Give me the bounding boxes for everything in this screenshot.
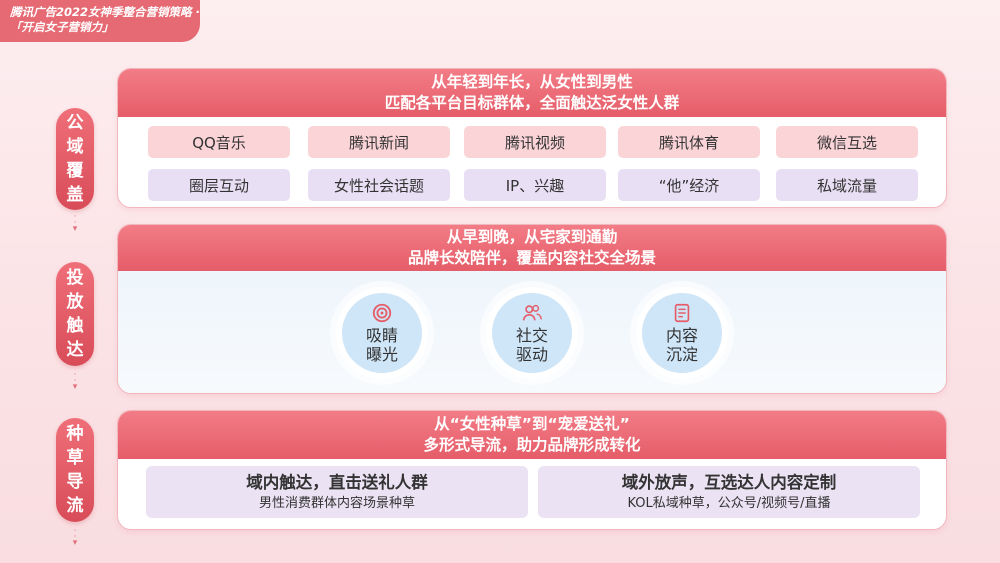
panel-body: 吸睛 曝光 社交 驱动 [118,271,946,393]
side-char: 放 [66,292,84,312]
side-char: 盖 [66,185,84,205]
topic-pill: “他”经济 [618,169,760,201]
bubble-label-line2: 曝光 [365,345,398,364]
side-char: 导 [66,472,84,492]
bubble-label-line2: 沉淀 [665,345,698,364]
topic-pill: 私域流量 [776,169,918,201]
side-char: 投 [66,268,84,288]
panel-headline: 从年轻到年长，从女性到男性 [431,73,633,91]
side-char: 域 [66,137,84,157]
channel-pill: 微信互选 [776,126,918,158]
channel-pill: 腾讯视频 [464,126,606,158]
panel-header: 从“女性种草”到“宠爱送礼” 多形式导流，助力品牌形成转化 [118,411,946,459]
panel-public-coverage: 从年轻到年长，从女性到男性 匹配各平台目标群体，全面触达泛女性人群 QQ音乐 腾… [117,68,947,208]
panel-body: QQ音乐 腾讯新闻 腾讯视频 腾讯体育 微信互选 圈层互动 女性社会话题 IP、… [118,117,946,207]
bubble-content-accumulation: 内容 沉淀 [636,287,728,379]
strategy-box-out-domain: 域外放声，互选达人内容定制 KOL私域种草，公众号/视频号/直播 [538,466,920,518]
side-char: 草 [66,448,84,468]
header-tag-line1: 腾讯广告2022女神季整合营销策略 · [10,5,200,19]
panel-seeding-traffic: 从“女性种草”到“宠爱送礼” 多形式导流，助力品牌形成转化 域内触达，直击送礼人… [117,410,947,530]
connector-arrow: ··▾ [72,526,78,548]
strategy-box-subtitle: 男性消费群体内容场景种草 [258,496,415,511]
topic-pill: 女性社会话题 [308,169,450,201]
side-char: 公 [66,113,84,133]
bubble-label-line1: 社交 [515,326,548,345]
connector-arrow: ··▾ [72,212,78,234]
document-icon [674,303,690,323]
panel-subheadline: 品牌长效陪伴，覆盖内容社交全场景 [407,249,656,267]
topic-pill: IP、兴趣 [464,169,606,201]
side-label-public-coverage: 公 域 覆 盖 [56,108,94,210]
strategy-box-in-domain: 域内触达，直击送礼人群 男性消费群体内容场景种草 [146,466,528,518]
panel-header: 从年轻到年长，从女性到男性 匹配各平台目标群体，全面触达泛女性人群 [118,69,946,117]
channel-pill: 腾讯体育 [618,126,760,158]
side-label-seeding-traffic: 种 草 导 流 [56,418,94,522]
target-icon [372,303,392,323]
side-char: 流 [66,496,84,516]
bubble-social-driven: 社交 驱动 [486,287,578,379]
strategy-box-title: 域外放声，互选达人内容定制 [621,473,837,492]
panel-body: 域内触达，直击送礼人群 男性消费群体内容场景种草 域外放声，互选达人内容定制 K… [118,459,946,529]
bubble-label-line1: 内容 [665,326,698,345]
people-icon [522,304,542,321]
header-tag-line2: 「开启女子营销力」 [10,20,114,34]
channel-pill: QQ音乐 [148,126,290,158]
side-char: 触 [66,316,84,336]
bubble-label-line1: 吸睛 [365,326,398,345]
topic-pill: 圈层互动 [148,169,290,201]
bubble-label-line2: 驱动 [515,345,548,364]
side-char: 达 [66,340,84,360]
panel-headline: 从早到晚，从宅家到通勤 [446,228,618,246]
side-char: 种 [66,424,84,444]
connector-arrow: ··▾ [72,370,78,392]
side-char: 覆 [66,161,84,181]
header-tag: 腾讯广告2022女神季整合营销策略 · 「开启女子营销力」 [0,0,200,42]
channel-pill: 腾讯新闻 [308,126,450,158]
panel-subheadline: 匹配各平台目标群体，全面触达泛女性人群 [384,94,680,112]
strategy-box-subtitle: KOL私域种草，公众号/视频号/直播 [627,496,831,511]
panel-subheadline: 多形式导流，助力品牌形成转化 [423,436,641,454]
bubble-eye-catching: 吸睛 曝光 [336,287,428,379]
panel-delivery-reach: 从早到晚，从宅家到通勤 品牌长效陪伴，覆盖内容社交全场景 吸睛 曝光 [117,224,947,394]
panel-header: 从早到晚，从宅家到通勤 品牌长效陪伴，覆盖内容社交全场景 [118,225,946,271]
side-label-delivery-reach: 投 放 触 达 [56,262,94,366]
strategy-box-title: 域内触达，直击送礼人群 [246,473,428,492]
panel-headline: 从“女性种草”到“宠爱送礼” [434,415,630,433]
